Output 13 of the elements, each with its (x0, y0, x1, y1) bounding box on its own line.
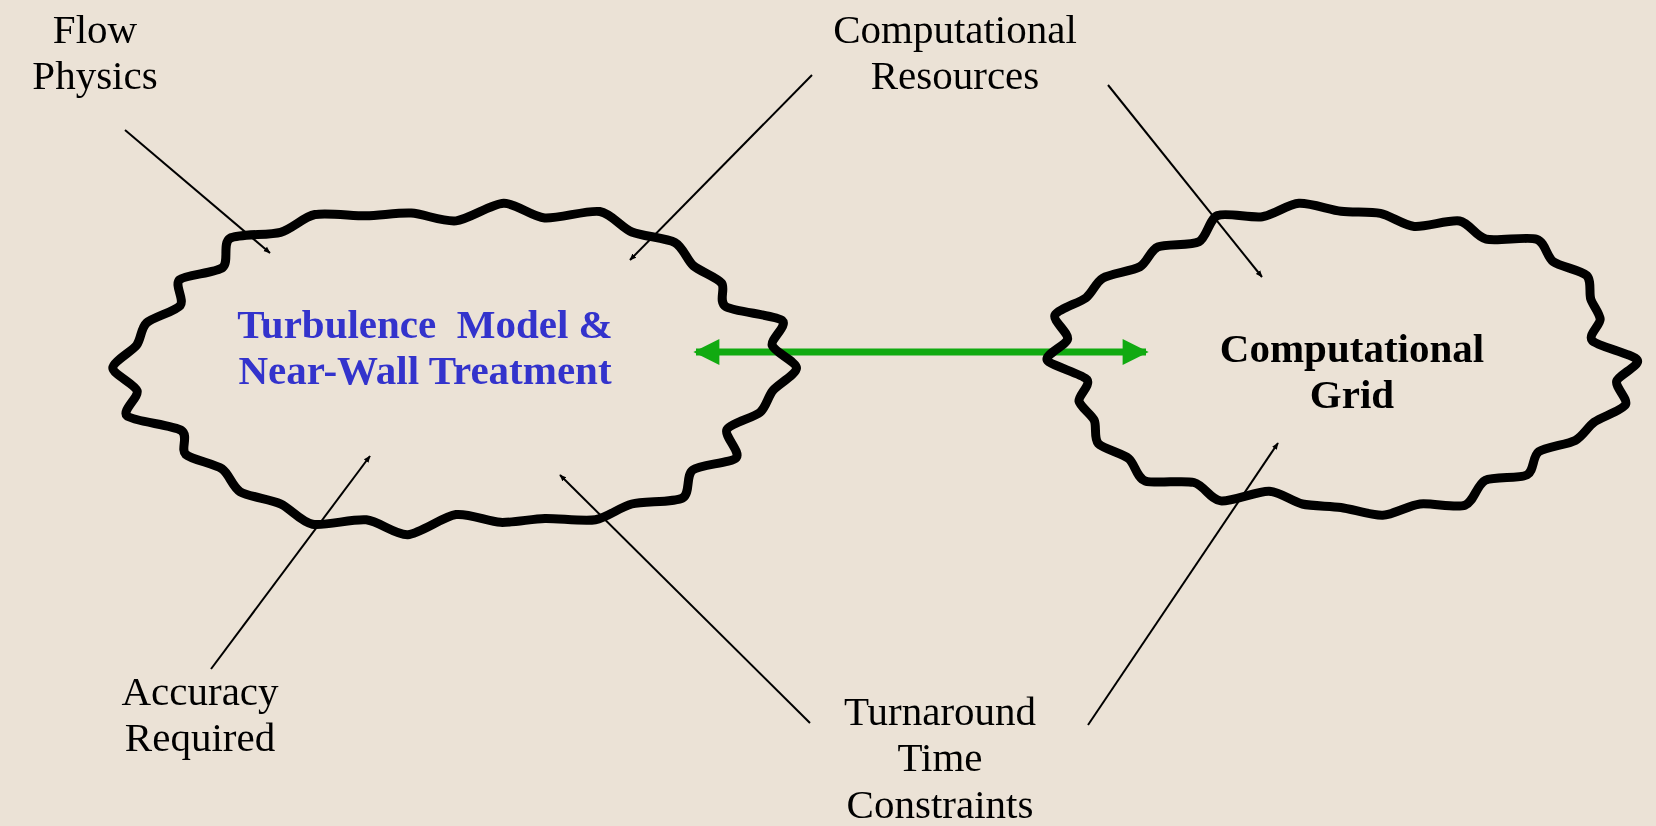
factor-label: Computational Resources (832, 6, 1078, 99)
leader-arrow (124, 129, 271, 254)
factor-label: Turnaround Time Constraints (842, 688, 1038, 826)
leader-arrow (559, 474, 811, 724)
cloud-label: Computational Grid (1218, 325, 1486, 418)
leader-arrow (1087, 442, 1279, 726)
double-arrow (693, 339, 1149, 365)
cloud-label: Turbulence Model & Near-Wall Treatment (236, 301, 614, 394)
factor-label: Flow Physics (31, 6, 159, 99)
factor-label: Accuracy Required (120, 668, 280, 761)
leader-arrow (210, 455, 371, 670)
leader-arrow (1107, 84, 1263, 278)
leader-arrow (629, 74, 813, 261)
